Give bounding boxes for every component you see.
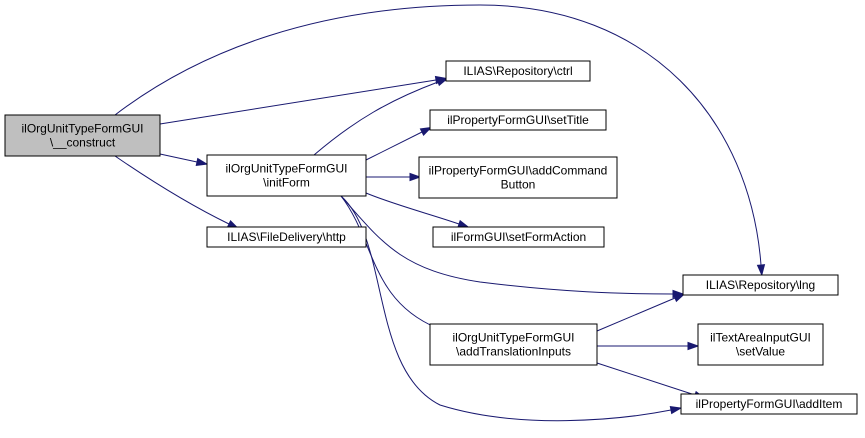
edge-line — [596, 362, 696, 396]
edge-construct-to-initForm — [159, 153, 209, 167]
edge-line — [365, 192, 460, 225]
node-label-line: Button — [501, 178, 536, 192]
arrowhead — [195, 157, 209, 167]
node-label-line: ilTextAreaInputGUI — [710, 331, 811, 345]
node-setFormAction[interactable]: ilFormGUI\setFormAction — [432, 226, 605, 248]
node-label-line: \initForm — [263, 176, 310, 190]
node-label-line: \setValue — [736, 345, 785, 359]
edge-line — [114, 4, 762, 266]
node-label-line: ilFormGUI\setFormAction — [451, 230, 586, 244]
node-box — [697, 323, 824, 366]
node-label-line: ilOrgUnitTypeFormGUI — [452, 331, 574, 345]
node-box — [445, 60, 591, 82]
arrowhead — [687, 341, 700, 351]
node-box — [206, 154, 367, 197]
edge-addTranslationInputs-to-lng — [596, 293, 686, 332]
edge-construct-to-ctrl — [159, 75, 448, 125]
node-box — [418, 156, 618, 199]
edge-addTranslationInputs-to-setValue — [597, 341, 700, 351]
node-setTitle[interactable]: ilPropertyFormGUI\setTitle — [429, 109, 607, 131]
arrowhead — [669, 405, 683, 415]
node-ctrl[interactable]: ILIAS\Repository\ctrl — [445, 60, 591, 82]
node-box — [682, 274, 839, 296]
node-label-line: ILIAS\Repository\lng — [706, 278, 815, 292]
edge-line — [365, 131, 423, 161]
node-setValue[interactable]: ilTextAreaInputGUI\setValue — [697, 323, 824, 366]
node-label-line: \addTranslationInputs — [456, 345, 571, 359]
node-label-line: \__construct — [50, 136, 116, 150]
edge-line — [340, 195, 672, 422]
node-box — [432, 226, 605, 248]
node-label-line: ilOrgUnitTypeFormGUI — [21, 122, 143, 136]
arrowhead — [457, 219, 470, 228]
arrowhead — [419, 126, 433, 136]
node-box — [680, 393, 858, 415]
node-box — [429, 109, 607, 131]
node-label-line: ILIAS\Repository\ctrl — [463, 64, 572, 78]
edge-line — [313, 81, 439, 156]
node-box — [206, 226, 367, 248]
edge-initForm-to-addItem — [340, 195, 683, 422]
edge-addTranslationInputs-to-addItem — [596, 362, 706, 399]
edge-line — [159, 153, 198, 163]
node-addTranslationInputs[interactable]: ilOrgUnitTypeFormGUI\addTranslationInput… — [429, 323, 598, 366]
node-initForm[interactable]: ilOrgUnitTypeFormGUI\initForm — [206, 154, 367, 197]
edge-line — [340, 195, 674, 295]
edge-line — [114, 155, 230, 225]
edge-initForm-to-addCommandButton — [366, 172, 422, 182]
edge-initForm-to-ctrl — [313, 77, 449, 156]
edge-initForm-to-setTitle — [365, 126, 433, 161]
node-label-line: ilOrgUnitTypeFormGUI — [225, 162, 347, 176]
node-construct: ilOrgUnitTypeFormGUI\__construct — [4, 114, 161, 157]
node-box — [4, 114, 161, 157]
node-label-line: ilPropertyFormGUI\addItem — [696, 397, 843, 411]
arrowhead — [436, 77, 449, 87]
node-http[interactable]: ILIAS\FileDelivery\http — [206, 226, 367, 248]
node-lng[interactable]: ILIAS\Repository\lng — [682, 274, 839, 296]
arrowhead — [756, 264, 766, 277]
node-label-line: ilPropertyFormGUI\setTitle — [447, 113, 589, 127]
node-label-line: ILIAS\FileDelivery\http — [227, 230, 346, 244]
edge-line — [340, 195, 438, 329]
edge-line — [596, 297, 676, 332]
node-box — [429, 323, 598, 366]
arrowhead — [409, 172, 422, 182]
arrowhead — [672, 293, 686, 303]
node-label-line: ilPropertyFormGUI\addCommand — [429, 164, 608, 178]
edge-line — [159, 79, 437, 125]
node-addItem[interactable]: ilPropertyFormGUI\addItem — [680, 393, 858, 415]
edge-construct-to-lng — [114, 4, 766, 277]
